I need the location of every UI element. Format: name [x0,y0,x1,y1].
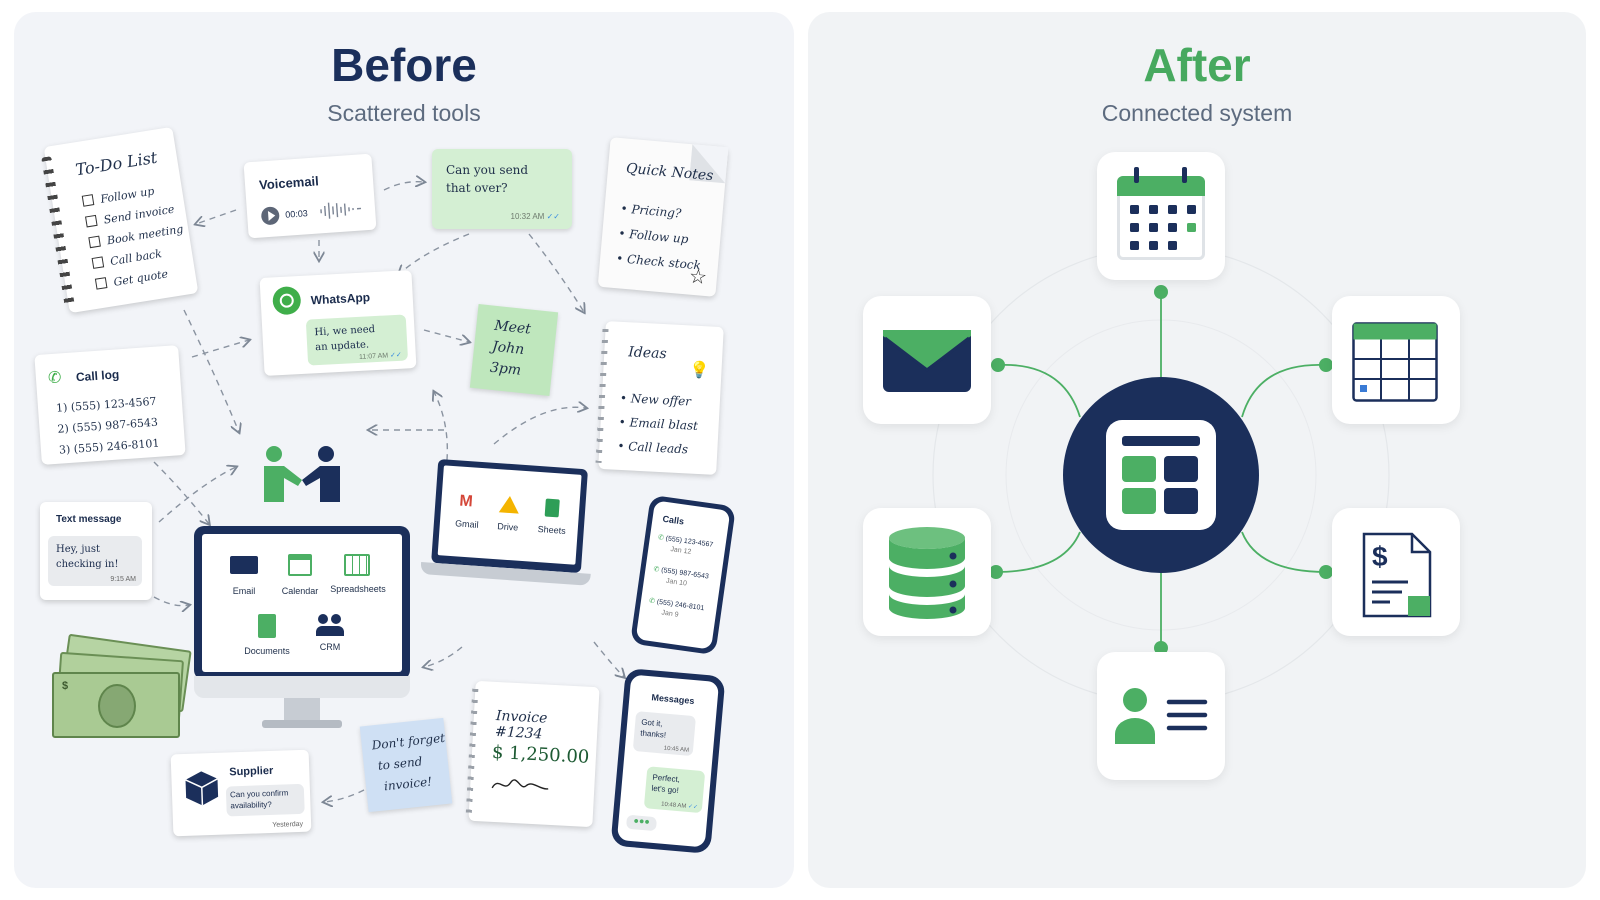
text-message-card: Text message Hey, just checking in! 9:15… [40,502,152,600]
lightbulb-icon: 💡 [689,361,710,380]
scattered-arrows [153,12,794,888]
after-subtitle: Connected system [1101,100,1293,126]
spreadsheet-node[interactable] [1332,296,1460,424]
gmail-icon[interactable]: M [458,492,474,511]
svg-text:$: $ [1372,541,1388,572]
laptop-screen: M Gmail Drive Sheets [431,458,589,574]
calendar-icon[interactable] [288,554,312,576]
before-title: Before [331,39,477,91]
call-log-title: Call log [75,367,120,385]
database-icon [889,527,965,619]
phone-icon: ✆ [47,369,62,388]
ideas-title: Ideas [627,344,668,363]
text-message-title: Text message [56,514,122,525]
database-node[interactable] [863,508,991,636]
supplier-message: Can you confirm availability? [225,783,305,817]
idea-item: • Call leads [617,438,689,457]
calls-title: Calls [661,513,685,527]
voicemail-title: Voicemail [258,173,320,193]
spreadsheet-icon [1352,322,1438,402]
chat-bubble-green: Can you send that over? 10:32 AM ✓✓ [432,149,572,229]
monitor-screen: Email Calendar Spreadsheets Documents CR… [194,526,410,680]
contact-node[interactable] [1097,652,1225,780]
email-icon [883,330,971,392]
app-label: CRM [319,642,341,652]
sheets-icon[interactable] [544,498,560,518]
whatsapp-message: Hi, we need an update. 11:07 AM ✓✓ [305,314,409,366]
after-title: After [1143,39,1251,91]
signature-icon [491,779,549,790]
app-label: Gmail [454,518,479,530]
app-label: Email [232,586,256,596]
whatsapp-title: WhatsApp [310,290,371,308]
dashboard-icon [1106,420,1216,530]
play-icon[interactable] [260,206,280,226]
chat-time: 10:32 AM ✓✓ [510,212,560,221]
message-bubble: Got it, thanks! 10:45 AM [632,711,697,757]
ideas-notepad: Ideas 💡 • New offer • Email blast • Call… [595,321,724,475]
supplier-title: Supplier [229,764,274,779]
after-panel: After Connected system [808,12,1586,888]
voicemail-card: Voicemail 00:03 [243,153,377,239]
sticky-note-blue: Don't forget to send invoice! [359,717,453,813]
text-message-bubble: Hey, just checking in! 9:15 AM [48,536,142,586]
app-label: Documents [244,646,290,656]
app-label: Drive [496,521,519,533]
cash-stack-icon: $ [48,633,192,742]
handshake-icon [264,446,340,502]
laptop: M Gmail Drive Sheets [420,458,598,590]
document-icon[interactable] [258,614,276,638]
chat-text: that over? [446,181,508,195]
calendar-icon [1117,167,1205,260]
app-label: Spreadsheets [330,584,386,594]
star-icon: ☆ [688,265,708,290]
supplier-time: Yesterday [272,820,304,829]
app-label: Sheets [537,524,567,536]
crm-icon[interactable] [316,614,344,636]
typing-indicator-icon: ●●● [625,814,658,832]
central-hub[interactable] [1063,377,1259,573]
sticky-note-green: Meet John 3pm [469,304,559,396]
before-subtitle: Scattered tools [327,100,481,126]
double-check-icon: ✓✓ [546,212,560,221]
todo-title: To-Do List [74,147,159,180]
messages-title: Messages [651,692,695,707]
supplier-card: Supplier Can you confirm availability? Y… [170,749,312,837]
invoice-paper: Invoice #1234 $ 1,250.00 [465,680,600,828]
double-check-icon: ✓✓ [389,351,402,360]
drive-icon[interactable] [498,495,520,514]
email-node[interactable] [863,296,991,424]
monitor-stand [284,698,320,722]
monitor-foot [262,720,342,728]
whatsapp-icon [272,285,302,316]
desktop-monitor: Email Calendar Spreadsheets Documents CR… [194,526,410,746]
waveform-icon [320,202,362,219]
monitor-chin [194,676,410,698]
spreadsheet-icon[interactable] [344,554,370,576]
quick-notes-card: Quick Notes • Pricing? • Follow up • Che… [597,137,729,297]
chat-text: Can you send [446,163,529,177]
before-panel: Before Scattered tools To- [14,12,794,888]
contact-icon [1115,688,1208,744]
message-bubble: Perfect, let's go! 10:48 AM ✓✓ [643,766,706,814]
phone-messages: Messages Got it, thanks! 10:45 AM Perfec… [610,667,726,855]
invoice-amount: $ 1,250.00 [491,741,590,768]
calendar-node[interactable] [1097,152,1225,280]
invoice-icon: $ [1362,532,1432,618]
todo-notebook: To-Do List Follow up Send invoice Book m… [41,126,199,314]
call-log-card: ✆ Call log 1) (555) 123-4567 2) (555) 98… [34,345,186,465]
package-box-icon [185,771,219,806]
double-check-icon: ✓✓ [687,803,699,811]
invoice-node[interactable]: $ [1332,508,1460,636]
invoice-title: Invoice #1234 [494,707,548,743]
whatsapp-card: WhatsApp Hi, we need an update. 11:07 AM… [259,270,417,376]
app-label: Calendar [281,586,319,596]
email-icon[interactable] [230,556,258,574]
voicemail-duration: 00:03 [284,208,309,220]
